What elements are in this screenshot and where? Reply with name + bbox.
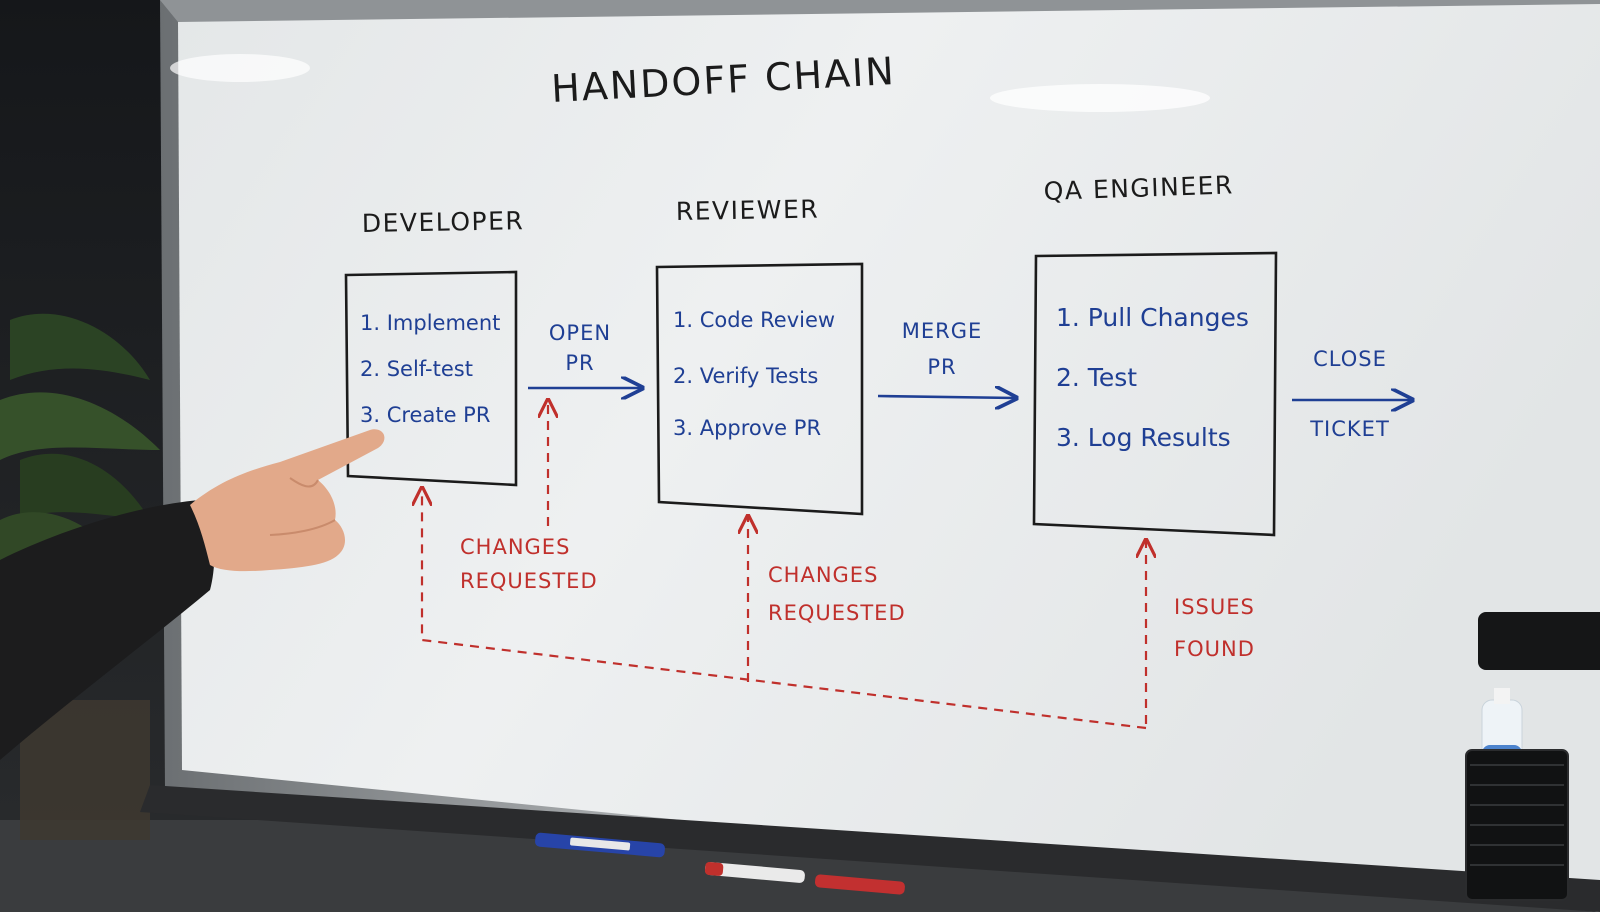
- reviewer-box: [655, 262, 864, 516]
- feedback-label-3-line2: FOUND: [1174, 637, 1255, 661]
- reviewer-step-2: 2. Verify Tests: [673, 364, 818, 388]
- handoff-label-open: OPEN: [549, 321, 611, 345]
- feedback-label-1-line2: REQUESTED: [460, 569, 598, 593]
- role-label-reviewer: REVIEWER: [676, 195, 820, 226]
- hand-pointer-icon: [0, 429, 385, 760]
- marker-blue-icon: [535, 832, 665, 858]
- eraser-icon: [1478, 612, 1600, 670]
- feedback-label-2-line1: CHANGES: [768, 563, 878, 587]
- marker-red-icon: [814, 874, 905, 895]
- role-label-developer: DEVELOPER: [362, 206, 525, 238]
- reviewer-step-1: 1. Code Review: [673, 308, 835, 332]
- handoff-label-merge: MERGE: [902, 319, 983, 343]
- handoff-label-ticket: TICKET: [1309, 417, 1390, 441]
- spray-bottle-icon: [1465, 688, 1569, 901]
- handoff-label-merge-pr: PR: [927, 355, 956, 379]
- marker-black-icon: [704, 861, 805, 883]
- qa-step-3: 3. Log Results: [1056, 423, 1231, 452]
- marker-tray: [140, 785, 1600, 912]
- developer-step-2: 2. Self-test: [360, 357, 473, 381]
- developer-step-3: 3. Create PR: [360, 403, 490, 427]
- qa-step-2: 2. Test: [1056, 363, 1137, 392]
- qa-step-1: 1. Pull Changes: [1056, 303, 1249, 332]
- developer-box: [344, 270, 518, 487]
- qa-engineer-box: [1032, 251, 1278, 537]
- feedback-label-2-line2: REQUESTED: [768, 601, 906, 625]
- handoff-label-pr: PR: [565, 351, 594, 375]
- developer-step-1: 1. Implement: [360, 311, 500, 335]
- handoff-arrow-merge-pr: [877, 396, 1016, 398]
- feedback-label-1-line1: CHANGES: [460, 535, 570, 559]
- feedback-label-3-line1: ISSUES: [1174, 595, 1255, 619]
- reviewer-step-3: 3. Approve PR: [673, 416, 821, 440]
- role-label-qa-engineer: QA ENGINEER: [1043, 170, 1234, 206]
- feedback-loop-to-developer: [422, 488, 1147, 730]
- handoff-label-close: CLOSE: [1313, 347, 1387, 371]
- whiteboard-surface: [178, 0, 1600, 912]
